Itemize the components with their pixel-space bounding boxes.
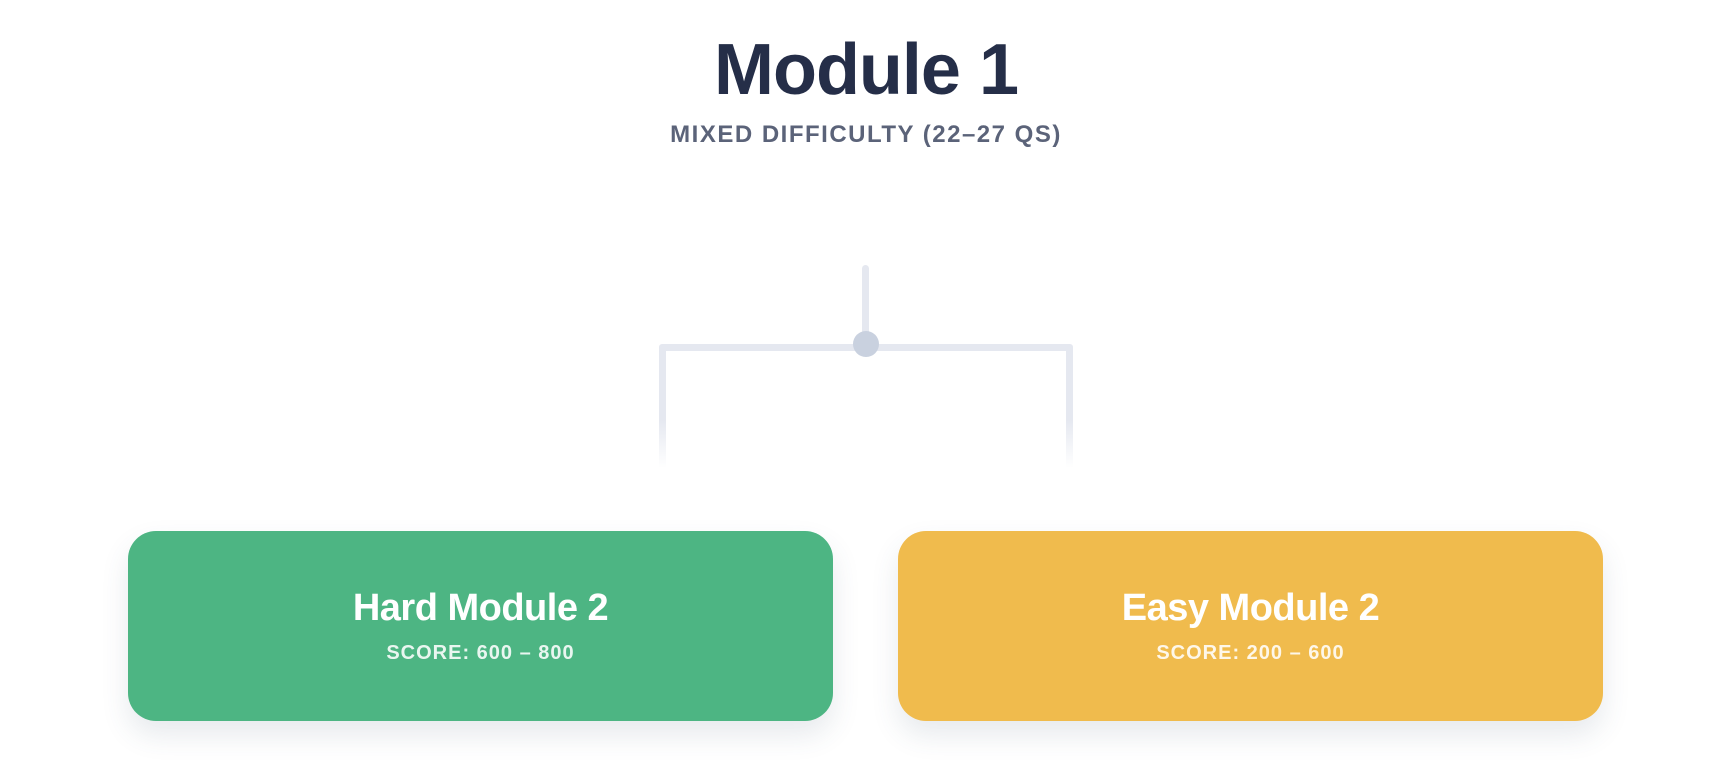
branch-connector [659, 265, 1073, 468]
easy-module-2-card: Easy Module 2 SCORE: 200 – 600 [898, 531, 1603, 721]
hard-module-2-score-range: SCORE: 600 – 800 [386, 642, 575, 665]
connector-right-drop-line [1066, 348, 1073, 468]
module-1-subtitle: MIXED DIFFICULTY (22–27 QS) [670, 120, 1062, 148]
connector-stem-line [862, 265, 869, 348]
connector-node-dot [853, 331, 879, 357]
module-1-title: Module 1 [713, 30, 1019, 110]
easy-module-2-score-range: SCORE: 200 – 600 [1156, 642, 1345, 665]
connector-left-drop-line [659, 348, 666, 468]
hard-module-2-title: Hard Module 2 [352, 586, 609, 629]
diagram-header: Module 1 MIXED DIFFICULTY (22–27 QS) [0, 30, 1732, 149]
easy-module-2-title: Easy Module 2 [1121, 586, 1380, 629]
hard-module-2-card: Hard Module 2 SCORE: 600 – 800 [128, 531, 833, 721]
